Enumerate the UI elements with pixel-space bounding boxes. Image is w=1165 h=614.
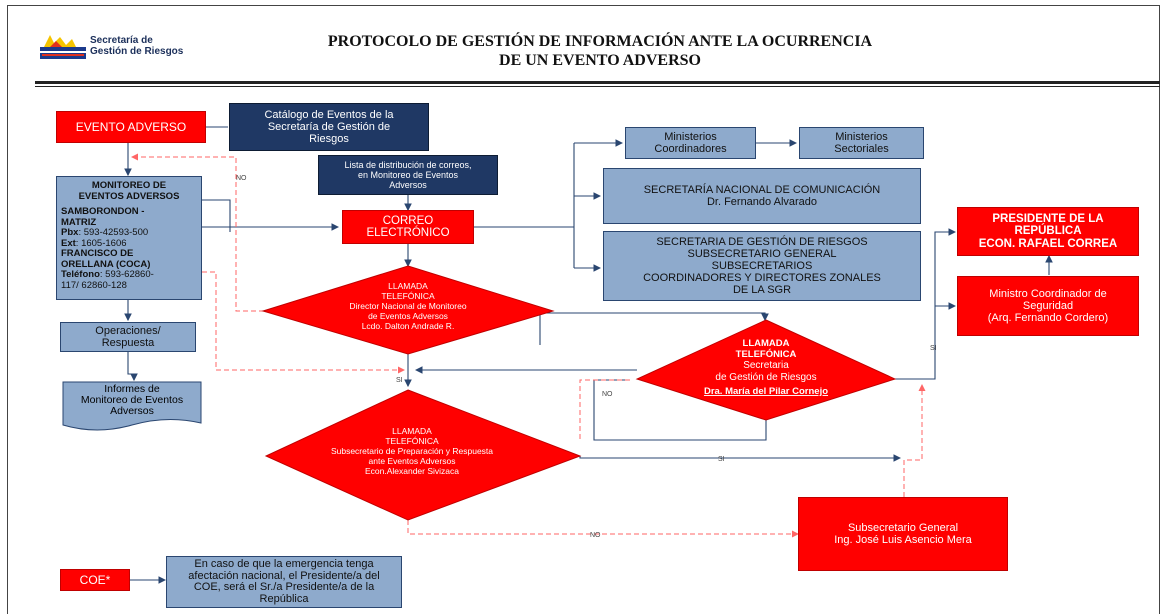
edge-d2-no <box>579 379 630 440</box>
edge-monitoreo-correo-2 <box>200 199 231 232</box>
node-evento-adverso: EVENTO ADVERSO <box>56 111 206 143</box>
d3-line-2: TELEFÓNICA <box>385 436 439 446</box>
logo-text: Secretaría de Gestión de Riesgos <box>90 35 184 57</box>
node-ministerios-coordinadores: Ministerios Coordinadores <box>625 127 756 159</box>
monitoreo-tel-label: Teléfono <box>61 269 100 280</box>
edge-d1-no <box>131 153 280 312</box>
monitoreo-pbx-row: Pbx: 593-42593-500 <box>61 227 197 239</box>
document-shape-icon <box>62 381 202 431</box>
monitoreo-tel: : 593-62860- 117/ 62860-128 <box>61 269 154 291</box>
monitoreo-matriz: SAMBORONDON - MATRIZ <box>61 206 145 228</box>
d3-line-1: LLAMADA <box>392 426 432 436</box>
d2-line-3: Secretaria <box>743 360 789 371</box>
page-title: PROTOCOLO DE GESTIÓN DE INFORMACIÓN ANTE… <box>230 32 970 70</box>
node-informes: Informes de Monitoreo de Eventos Adverso… <box>62 381 202 433</box>
diamond-director-monitoreo: LLAMADA TELEFÓNICA Director Nacional de … <box>261 265 555 355</box>
d3-line-4: ante Eventos Adversos <box>369 456 456 466</box>
edge-d3-si <box>579 454 902 462</box>
sgr-logo-icon <box>40 35 86 59</box>
monitoreo-ext-row: Ext: 1605-1606 <box>61 237 197 250</box>
node-subsecretario-general: Subsecretario General Ing. José Luis Ase… <box>798 497 1008 571</box>
diamond-subsecretario-preparacion: LLAMADA TELEFÓNICA Subsecretario de Prep… <box>264 389 582 521</box>
d3-line-3: Subsecretario de Preparación y Respuesta <box>331 446 493 456</box>
d1-line-5: Lcdo. Dalton Andrade R. <box>362 321 455 331</box>
label-no-2: NO <box>602 391 613 398</box>
title-line-2: DE UN EVENTO ADVERSO <box>499 52 701 69</box>
d2-line-1: LLAMADA <box>743 338 790 349</box>
label-si-3: SI <box>718 456 725 463</box>
page-frame <box>7 5 1160 614</box>
monitoreo-tel-row: Teléfono: 593-62860- 117/ 62860-128 <box>61 269 197 291</box>
informes-label: Informes de Monitoreo de Eventos Adverso… <box>80 383 184 417</box>
node-catalogo: Catálogo de Eventos de la Secretaría de … <box>229 103 429 151</box>
node-sgr: SECRETARIA DE GESTIÓN DE RIESGOS SUBSECR… <box>603 231 921 301</box>
label-si-1: SI <box>396 377 403 384</box>
sgr-logo: Secretaría de Gestión de Riesgos <box>40 33 190 73</box>
node-coe-note: En caso de que la emergencia tenga afect… <box>166 556 402 608</box>
node-lista-distribucion: Lista de distribución de correos, en Mon… <box>318 155 498 195</box>
node-correo: CORREO ELECTRÓNICO <box>342 210 474 244</box>
node-ministerios-sectoriales: Ministerios Sectoriales <box>799 127 924 159</box>
edge-subsec-si <box>903 384 926 497</box>
d1-line-4: de Eventos Adversos <box>368 311 448 321</box>
node-monitoreo: MONITOREO DE EVENTOS ADVERSOS SAMBORONDO… <box>56 176 202 300</box>
edge-to-d2 <box>539 312 769 345</box>
monitoreo-coca: FRANCISCO DE ORELLANA (COCA) <box>61 248 151 270</box>
title-line-1: PROTOCOLO DE GESTIÓN DE INFORMACIÓN ANTE… <box>327 33 873 50</box>
monitoreo-title: MONITOREO DE EVENTOS ADVERSOS <box>78 180 180 202</box>
node-secom: SECRETARÍA NACIONAL DE COMUNICACIÓN Dr. … <box>603 168 921 224</box>
monitoreo-pbx-label: Pbx <box>61 227 79 238</box>
d1-line-3: Director Nacional de Monitoreo <box>349 301 466 311</box>
monitoreo-ext-label: Ext <box>61 237 76 249</box>
label-no-3: NO <box>590 532 601 539</box>
monitoreo-pbx: : 593-42593-500 <box>78 227 149 238</box>
edge-d3-no <box>407 520 799 538</box>
title-rule-thin <box>35 86 1160 87</box>
node-ministro-coordinador: Ministro Coordinador de Seguridad (Arq. … <box>957 276 1139 336</box>
node-coe: COE* <box>60 569 130 591</box>
node-presidente: PRESIDENTE DE LA REPÚBLICA ECON. RAFAEL … <box>957 207 1139 256</box>
d2-line-4: de Gestión de Riesgos <box>715 372 816 383</box>
title-rule-thick <box>35 81 1160 84</box>
monitoreo-ext: : 1605-1606 <box>75 237 127 249</box>
label-no-1: NO <box>236 175 247 182</box>
d2-line-2: TELEFÓNICA <box>736 348 797 360</box>
label-si-2: SI <box>930 345 937 352</box>
diamond-secretaria: LLAMADA TELEFÓNICA Secretaria de Gestión… <box>635 319 897 421</box>
node-operaciones: Operaciones/ Respuesta <box>60 322 196 352</box>
d2-line-5: Dra. María del Pilar Cornejo <box>704 386 828 397</box>
d1-line-2: TELEFÓNICA <box>381 291 435 301</box>
edge-operaciones-informes <box>127 352 138 382</box>
d1-line-1: LLAMADA <box>388 281 428 291</box>
d3-line-5: Econ.Alexander Sivizaca <box>365 466 459 476</box>
